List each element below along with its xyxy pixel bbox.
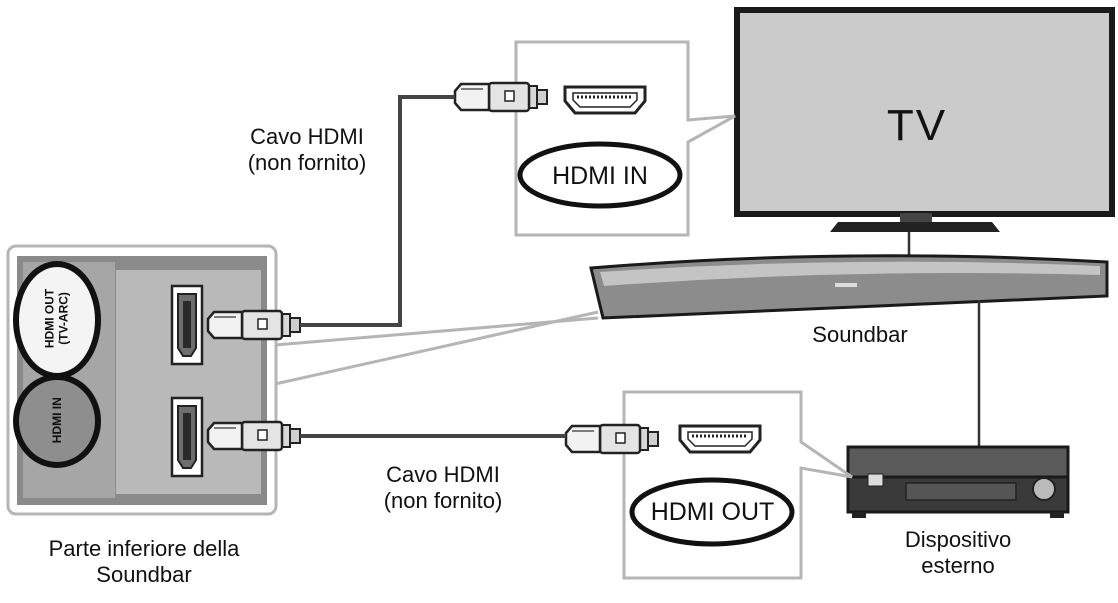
device-port-highlight (629, 477, 795, 547)
soundbar-bottom-panel (6, 244, 599, 516)
panel-port-out-label: HDMI OUT (TV-ARC) (43, 268, 72, 368)
panel-pointer-lower (274, 310, 599, 386)
cable-top-label-line1: Cavo HDMI (250, 124, 364, 149)
tv-neck (900, 213, 932, 223)
panel-port-out (170, 284, 204, 366)
soundbar-highlight (600, 261, 1100, 286)
panel-port-in-highlight (13, 374, 101, 468)
device-port-label: HDMI OUT (650, 498, 775, 526)
device-top (846, 445, 1070, 483)
tv-screen (734, 7, 1115, 217)
cable-bottom-label: Cavo HDMI (non fornito) (358, 462, 528, 515)
tv-port-highlight (517, 141, 683, 209)
external-device (846, 445, 1070, 518)
device-hdmi-callout (564, 390, 853, 580)
tv-label: TV (886, 101, 948, 150)
device-foot-left (852, 512, 866, 518)
device-foot-right (1050, 512, 1064, 518)
cable-bottom-label-line2: (non fornito) (383, 488, 503, 514)
soundbar-logo (835, 283, 857, 287)
tv-cable-plug (453, 81, 549, 113)
device-knob (1032, 477, 1056, 501)
external-device-label: Dispositivo esterno (868, 527, 1048, 580)
tv (734, 7, 1115, 262)
hdmi-port-icon (678, 424, 762, 454)
cable-top-label: Cavo HDMI (non fornito) (222, 124, 392, 177)
panel-port-in (170, 396, 204, 478)
soundbar-bottom-title-line2: Soundbar (96, 562, 192, 588)
panel-plug-in (206, 420, 302, 452)
soundbar-bottom-title-line1: Parte inferiore della (48, 536, 240, 561)
soundbar (589, 254, 1109, 448)
cable-top-line (300, 95, 455, 327)
panel-port-in-label: HDMI IN (49, 397, 64, 444)
external-device-label-line1: Dispositivo (904, 527, 1012, 552)
device-tray (905, 482, 1017, 501)
hdmi-port-icon (563, 85, 647, 115)
tv-port-label: HDMI IN (552, 162, 648, 190)
tv-stand-base (830, 222, 1000, 232)
tv-hdmi-callout (453, 40, 736, 237)
soundbar-label: Soundbar (812, 322, 908, 347)
cable-bottom-label-line1: Cavo HDMI (386, 462, 500, 487)
external-device-label-line2: esterno (921, 553, 995, 579)
panel-plug-out (206, 309, 302, 341)
cable-top-label-line2: (non fornito) (247, 150, 367, 176)
panel-port-out-label-line2: (TV-ARC) (57, 292, 71, 345)
soundbar-bottom-title: Parte inferiore della Soundbar (8, 536, 280, 589)
panel-port-out-label-line1: HDMI OUT (42, 288, 57, 349)
device-power-button (867, 473, 884, 487)
device-cable-plug (564, 423, 660, 455)
